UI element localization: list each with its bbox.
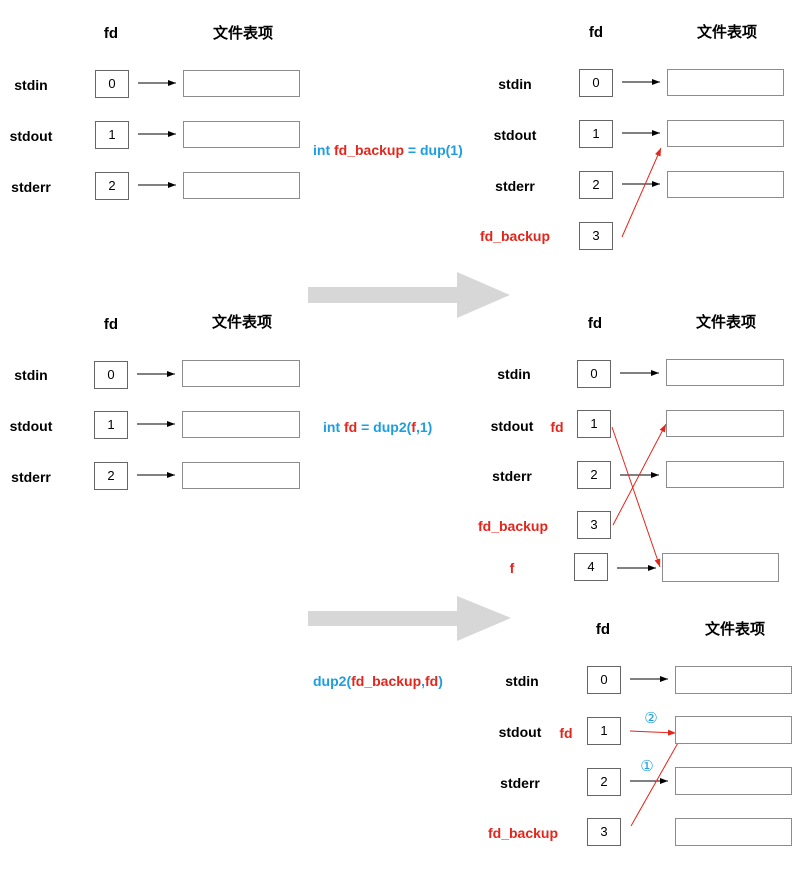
stdin-label: stdin [14,77,48,93]
file-entry-box [183,172,300,199]
file-entry-column-header: 文件表项 [695,314,756,331]
file-entry-box [182,360,300,387]
transition-arrow-1 [308,272,510,318]
code-token: ,1) [415,419,433,435]
fd-column-header: fd [588,24,604,41]
code-token: dup2( [313,673,352,689]
fd-number-box: 1 [577,410,611,438]
stdout-label: stdout [490,418,534,434]
file-entry-column-header: 文件表项 [704,621,765,638]
transition-arrow-2 [308,596,511,641]
code-token: ) [438,673,443,689]
code-token-variable: fd [425,673,439,689]
fd-column-header: fd [595,621,611,638]
fd-number-box: 0 [94,361,128,389]
fd-alias-label: fd [550,419,564,435]
fd-number-box: 4 [574,553,608,581]
fd-column-header: fd [103,316,119,333]
fd-number-box: 3 [577,511,611,539]
stderr-label: stderr [495,178,535,194]
stdin-label: stdin [14,367,48,383]
fd-number-box: 1 [587,717,621,745]
stdout-label: stdout [498,724,542,740]
code-token-variable: f [411,419,416,435]
stderr-label: stderr [492,468,532,484]
stderr-label: stderr [11,469,51,485]
file-entry-box [675,818,792,846]
fd-column-header: fd [103,25,119,42]
fd-alias-label: fd [559,725,573,741]
fd-number-box: 3 [587,818,621,846]
code-token: = dup(1) [404,142,463,158]
t4-fd-backup-pointer-arrow [612,423,667,526]
stderr-label: stderr [11,179,51,195]
file-entry-box [666,359,784,386]
fd-backup-label: fd_backup [479,228,550,244]
stdin-label: stdin [497,366,531,382]
fd-number-box: 0 [95,70,129,98]
file-entry-box [183,121,300,148]
file-entry-column-header: 文件表项 [211,314,272,331]
step-2-marker: ② [644,709,658,727]
operation-dup2-redirect: int fd = dup2(f,1) [323,418,432,436]
file-entry-box [182,411,300,438]
fd-number-box: 1 [95,121,129,149]
stdout-label: stdout [493,127,537,143]
stdin-label: stdin [498,76,532,92]
file-entry-box [667,120,784,147]
fd-number-box: 1 [94,411,128,439]
file-entry-box [182,462,300,489]
file-entry-box [667,171,784,198]
stdout-label: stdout [9,128,53,144]
fd-number-box: 0 [587,666,621,694]
step-1-marker: ① [640,757,654,775]
code-token-variable: fd_backup [351,673,422,689]
fd-number-box: 1 [579,120,613,148]
file-entry-column-header: 文件表项 [212,25,273,42]
stderr-label: stderr [500,775,540,791]
file-entry-column-header: 文件表项 [696,24,757,41]
f-label: f [509,560,515,576]
file-entry-box [183,70,300,97]
fd-number-box: 0 [577,360,611,388]
file-entry-box [675,666,792,694]
t2-fd-backup-pointer-arrow [621,147,662,238]
file-entry-box [666,410,784,437]
fd-number-box: 3 [579,222,613,250]
code-token: , [421,673,426,689]
fd-number-box: 2 [577,461,611,489]
fd-number-box: 2 [579,171,613,199]
fd-number-box: 0 [579,69,613,97]
t5-stdout-restored-arrow [629,729,677,736]
t4-stdout-redirect-arrow [611,426,661,568]
fd-backup-label: fd_backup [487,825,558,841]
fd-column-header: fd [587,315,603,332]
file-entry-box [662,553,779,582]
fd-backup-label: fd_backup [477,518,548,534]
fd-number-box: 2 [95,172,129,200]
code-token: = dup2( [357,419,412,435]
file-entry-box [667,69,784,96]
code-token: int [313,142,334,158]
operation-dup2-restore: dup2(fd_backup,fd) [313,672,443,690]
stdout-label: stdout [9,418,53,434]
file-entry-box [675,767,792,795]
code-token: int [323,419,344,435]
stdin-label: stdin [505,673,539,689]
operation-dup: int fd_backup = dup(1) [313,141,463,159]
code-token-variable: fd_backup [334,142,405,158]
fd-number-box: 2 [94,462,128,490]
code-token-variable: fd [344,419,358,435]
file-entry-box [675,716,792,744]
fd-number-box: 2 [587,768,621,796]
file-entry-box [666,461,784,488]
